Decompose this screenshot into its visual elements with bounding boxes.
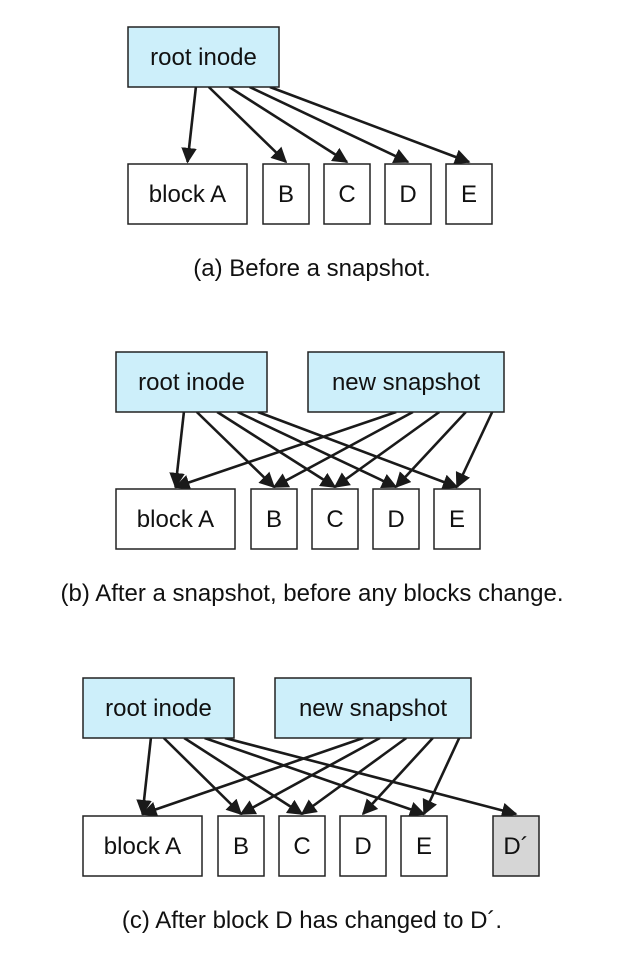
block-B-box: B bbox=[250, 488, 298, 550]
block-D-box: D bbox=[372, 488, 420, 550]
arrow-snap-to-B bbox=[239, 736, 381, 816]
block-rect bbox=[82, 815, 203, 877]
block-rect bbox=[400, 815, 448, 877]
arrow-root-to-A bbox=[169, 411, 186, 489]
block-Dp-box: D´ bbox=[492, 815, 540, 877]
inode-rect bbox=[115, 351, 268, 413]
block-rect bbox=[323, 163, 371, 225]
arrow-snap-to-A bbox=[174, 410, 397, 490]
block-label: block A bbox=[137, 506, 214, 533]
block-label: D bbox=[399, 181, 416, 208]
block-C-box: C bbox=[323, 163, 371, 225]
block-C-box: C bbox=[278, 815, 326, 877]
block-rect bbox=[445, 163, 493, 225]
arrow-root-to-A bbox=[136, 737, 153, 816]
block-label: E bbox=[461, 181, 477, 208]
arrow-root-to-A bbox=[181, 86, 198, 164]
arrow-root-to-E bbox=[257, 410, 459, 490]
arrow-root-to-E bbox=[204, 736, 426, 817]
panel-b: root inode new snapshot block A B C D E (b) Aft… bbox=[61, 351, 564, 607]
arrow-snap-to-E bbox=[422, 737, 461, 816]
arrow-snap-to-B bbox=[272, 410, 414, 489]
block-E-box: E bbox=[433, 488, 481, 550]
panel-caption: (c) After block D has changed to D´. bbox=[122, 907, 502, 934]
block-A-box: block A bbox=[82, 815, 203, 877]
panel-caption: (a) Before a snapshot. bbox=[193, 255, 430, 282]
block-B-box: B bbox=[262, 163, 310, 225]
block-rect bbox=[217, 815, 265, 877]
inode-label: new snapshot bbox=[299, 695, 447, 722]
block-label: C bbox=[293, 833, 310, 860]
arrow-snap-to-D bbox=[394, 411, 467, 489]
block-label: C bbox=[338, 181, 355, 208]
inode-rect bbox=[307, 351, 505, 413]
block-rect bbox=[339, 815, 387, 877]
arrow-root-to-Dp bbox=[224, 736, 518, 819]
arrow-root-to-B bbox=[207, 86, 288, 164]
arrow-root-to-B bbox=[195, 411, 276, 489]
root-inode-box: root inode bbox=[127, 26, 280, 88]
block-label: C bbox=[326, 506, 343, 533]
block-A-box: block A bbox=[115, 488, 236, 550]
block-rect bbox=[311, 488, 359, 550]
block-label: D´ bbox=[503, 833, 528, 860]
block-label: block A bbox=[104, 833, 181, 860]
inode-label: root inode bbox=[150, 44, 257, 71]
pointer-arrows bbox=[136, 736, 518, 819]
block-rect bbox=[127, 163, 248, 225]
block-label: B bbox=[266, 506, 282, 533]
panel-c: root inode new snapshot block A B C D E D´ (c) A… bbox=[82, 677, 540, 934]
block-rect bbox=[262, 163, 310, 225]
arrow-root-to-C bbox=[216, 410, 337, 489]
arrow-snap-to-E bbox=[455, 411, 494, 489]
inode-rect bbox=[82, 677, 235, 739]
inode-label: new snapshot bbox=[332, 369, 480, 396]
arrow-root-to-C bbox=[228, 85, 349, 164]
root-inode-box: root inode bbox=[82, 677, 235, 739]
block-rect bbox=[384, 163, 432, 225]
inode-rect bbox=[274, 677, 472, 739]
pointer-arrows bbox=[169, 410, 494, 490]
arrow-snap-to-D bbox=[361, 737, 434, 816]
pointer-arrows bbox=[181, 85, 471, 165]
panel-caption: (b) After a snapshot, before any blocks … bbox=[61, 580, 564, 607]
block-label: D bbox=[354, 833, 371, 860]
block-rect bbox=[492, 815, 540, 877]
block-rect bbox=[433, 488, 481, 550]
block-label: B bbox=[278, 181, 294, 208]
block-rect bbox=[372, 488, 420, 550]
inode-label: root inode bbox=[138, 369, 245, 396]
arrow-root-to-D bbox=[249, 85, 410, 164]
block-D-box: D bbox=[384, 163, 432, 225]
block-label: E bbox=[449, 506, 465, 533]
block-rect bbox=[115, 488, 236, 550]
new-snapshot-box: new snapshot bbox=[274, 677, 472, 739]
block-label: B bbox=[233, 833, 249, 860]
block-E-box: E bbox=[445, 163, 493, 225]
block-E-box: E bbox=[400, 815, 448, 877]
arrow-root-to-B bbox=[162, 737, 243, 816]
block-label: block A bbox=[149, 181, 226, 208]
arrow-snap-to-A bbox=[141, 736, 364, 817]
arrow-snap-to-C bbox=[333, 410, 441, 489]
block-rect bbox=[250, 488, 298, 550]
arrow-snap-to-C bbox=[300, 736, 408, 816]
block-A-box: block A bbox=[127, 163, 248, 225]
inode-rect bbox=[127, 26, 280, 88]
inode-label: root inode bbox=[105, 695, 212, 722]
new-snapshot-box: new snapshot bbox=[307, 351, 505, 413]
arrow-root-to-C bbox=[183, 736, 304, 816]
block-D-box: D bbox=[339, 815, 387, 877]
block-label: E bbox=[416, 833, 432, 860]
arrow-root-to-D bbox=[237, 410, 398, 489]
block-C-box: C bbox=[311, 488, 359, 550]
block-rect bbox=[278, 815, 326, 877]
root-inode-box: root inode bbox=[115, 351, 268, 413]
block-B-box: B bbox=[217, 815, 265, 877]
arrow-root-to-E bbox=[269, 85, 471, 165]
panel-a: root inode block A B C D E (a) Before a snapsh… bbox=[127, 26, 493, 282]
block-label: D bbox=[387, 506, 404, 533]
